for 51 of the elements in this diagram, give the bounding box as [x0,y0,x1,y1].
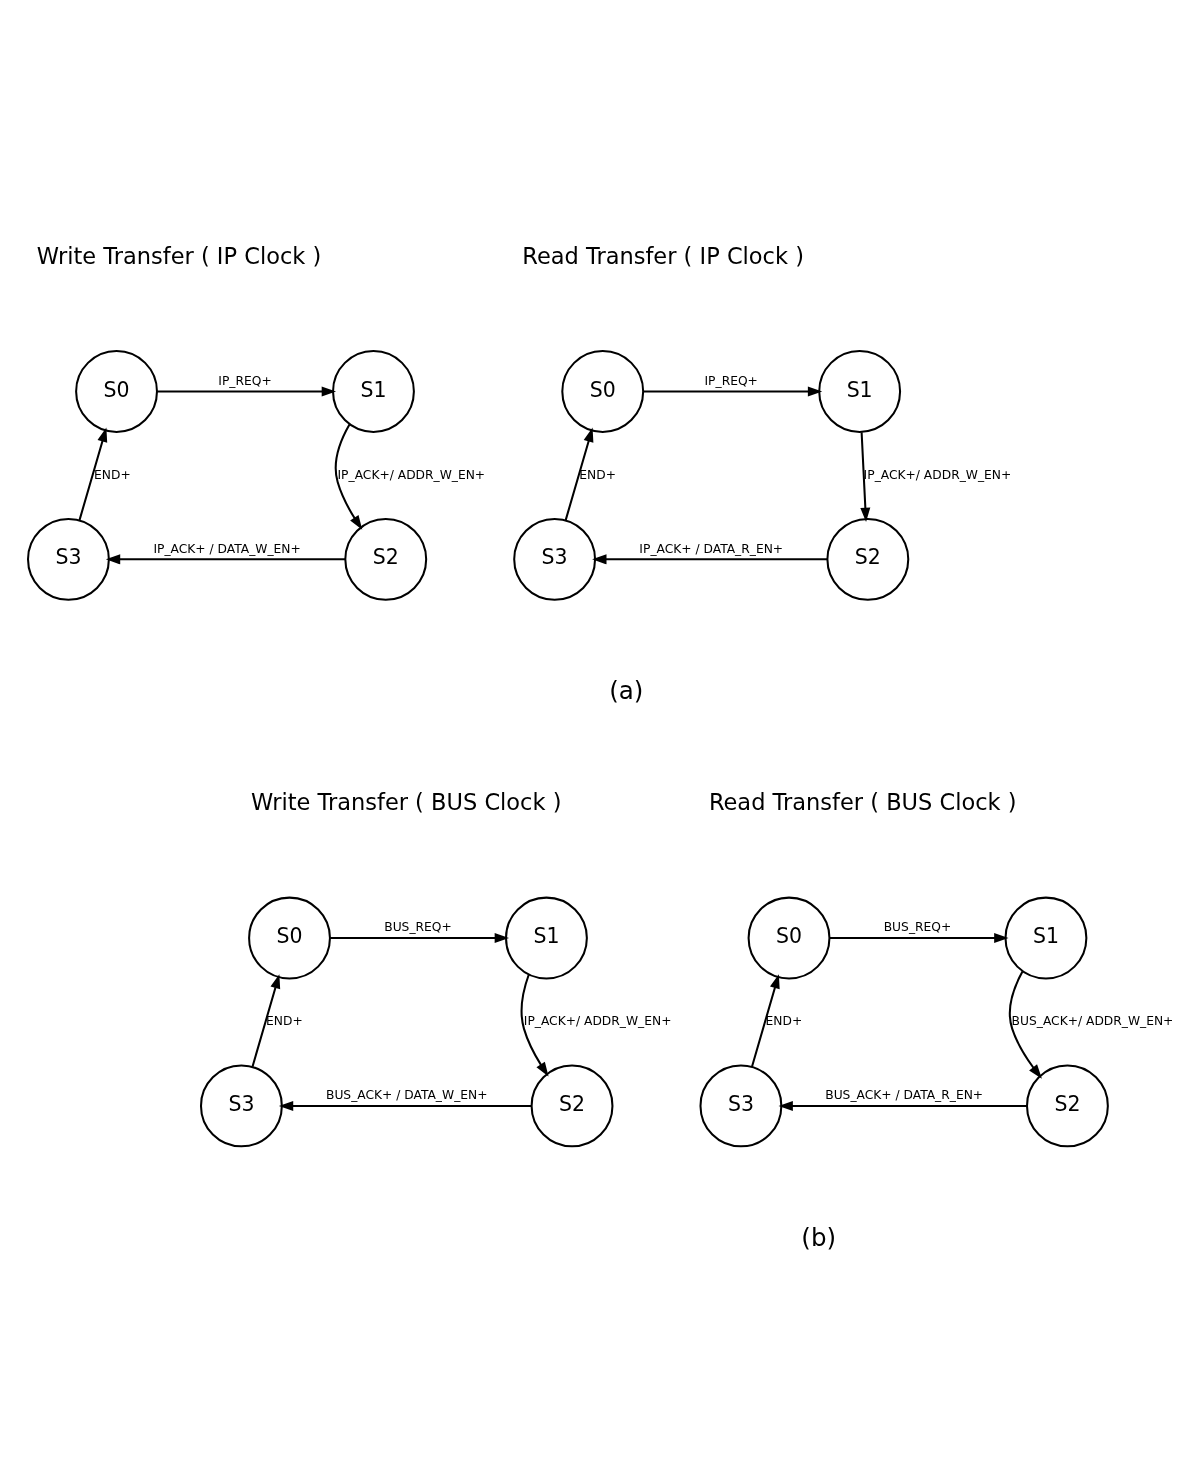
arrow [1008,971,1042,1079]
label: Read Transfer ( BUS Clock ) [708,789,1017,816]
node-circle: S3 [27,517,110,601]
edge-label: IP_ACK+/ ADDR_W_EN+ [337,467,486,482]
edge-label: IP_ACK+/ ADDR_W_EN+ [523,1014,672,1029]
label: (b) [801,1222,837,1252]
edge-label: BUS_REQ+ [384,920,452,935]
arrow [251,974,281,1068]
node-circle: S2 [826,517,910,601]
node-circle: S2 [530,1064,614,1148]
edge-label: END+ [579,467,616,482]
arrow [78,427,108,521]
arrow [564,427,594,521]
arrow [592,554,828,565]
node-circle: S0 [747,896,831,980]
node-circle: S1 [505,896,588,980]
edge-label: END+ [266,1014,303,1029]
edge-label: IP_REQ+ [704,373,758,388]
node-circle: S0 [561,350,645,433]
edge-label: IP_REQ+ [218,373,272,388]
label: Write Transfer ( IP Clock ) [36,242,322,269]
arrow [330,933,510,944]
arrow [860,432,871,522]
node-circle: S1 [1004,896,1088,980]
arrow [751,974,780,1068]
arrow [778,1100,1027,1111]
node-circle: S3 [513,517,597,601]
arrow [105,554,345,565]
edge-label: BUS_ACK+/ ADDR_W_EN+ [1011,1014,1174,1029]
label: (a) [609,676,644,706]
arrow [520,974,549,1077]
edge-label: BUS_ACK+ / DATA_W_EN+ [325,1088,488,1103]
arrow [157,386,337,397]
node-circle: S1 [332,350,415,433]
arrow [643,386,823,397]
edge-label: BUS_ACK+ / DATA_R_EN+ [825,1088,984,1103]
node-circle: S0 [248,896,331,980]
node-circle: S1 [818,350,902,433]
arrow [334,423,363,530]
edge-label: END+ [94,467,131,482]
label: Write Transfer ( BUS Clock ) [250,789,562,816]
edge-label: IP_ACK+ / DATA_W_EN+ [153,541,301,556]
edge-label: IP_ACK+ / DATA_R_EN+ [639,541,784,556]
node-circle: S3 [699,1064,783,1148]
arrow [829,933,1009,944]
edge-label: BUS_REQ+ [883,920,952,935]
node-circle: S0 [75,350,158,433]
node-circle: S3 [199,1064,283,1148]
arrow [278,1100,532,1111]
label: Read Transfer ( IP Clock ) [522,242,804,269]
edge-label: END+ [765,1014,803,1029]
